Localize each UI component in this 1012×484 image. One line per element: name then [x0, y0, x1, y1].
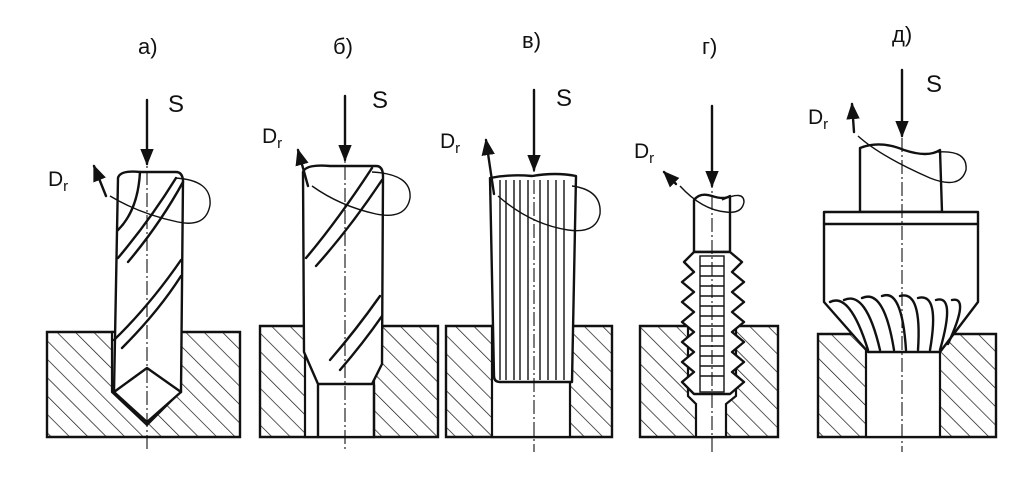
panel-v-feed-label: S [556, 85, 572, 112]
panel-a-drill [112, 170, 185, 424]
panel-v: в) S Dr [440, 28, 614, 452]
panel-b-rotation-label: Dr [262, 125, 282, 152]
panel-d-caption: д) [892, 22, 912, 47]
panel-d-shank [858, 143, 944, 214]
panel-v-caption: в) [522, 28, 541, 53]
panel-b-core-drill [301, 164, 385, 386]
panel-d-rotation-label: Dr [808, 106, 828, 133]
panel-v-flutes [499, 180, 565, 380]
panel-g-caption: г) [702, 34, 717, 59]
panel-g-tap [680, 250, 746, 396]
panel-v-reamer [488, 172, 578, 384]
panel-d-feed-label: S [926, 71, 942, 98]
panel-d-countersink [822, 210, 980, 354]
panel-d-cutting-teeth [828, 293, 962, 352]
panel-v-rotation-label: Dr [440, 130, 460, 157]
panel-a-feed-label: S [168, 91, 184, 118]
panel-b: б) S Dr [258, 34, 440, 452]
panel-d: д) S Dr [808, 22, 998, 452]
panel-a: а) S Dr [45, 34, 242, 452]
panel-a-rotation-label: Dr [48, 168, 68, 195]
panel-b-caption: б) [333, 34, 353, 59]
panel-g-rotation-label: Dr [634, 140, 654, 167]
panel-b-feed-label: S [372, 87, 388, 114]
panel-a-caption: а) [138, 34, 158, 59]
panel-g: г) Dr [634, 34, 780, 452]
